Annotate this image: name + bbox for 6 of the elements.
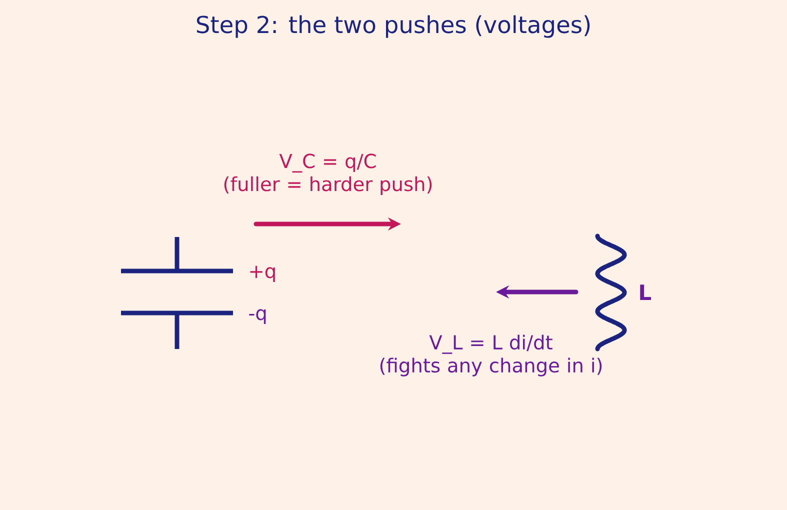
charge-label: +q <box>250 266 275 282</box>
title: Step 2: the two pushes (voltages) <box>196 15 590 38</box>
formula-label: V_L = L di/dt (fights any change in i) <box>380 334 602 376</box>
formula-label: V_C = q/C (fuller = harder push) <box>224 154 432 196</box>
charge-label: -q <box>249 309 266 324</box>
inductor-label: L <box>640 284 652 300</box>
